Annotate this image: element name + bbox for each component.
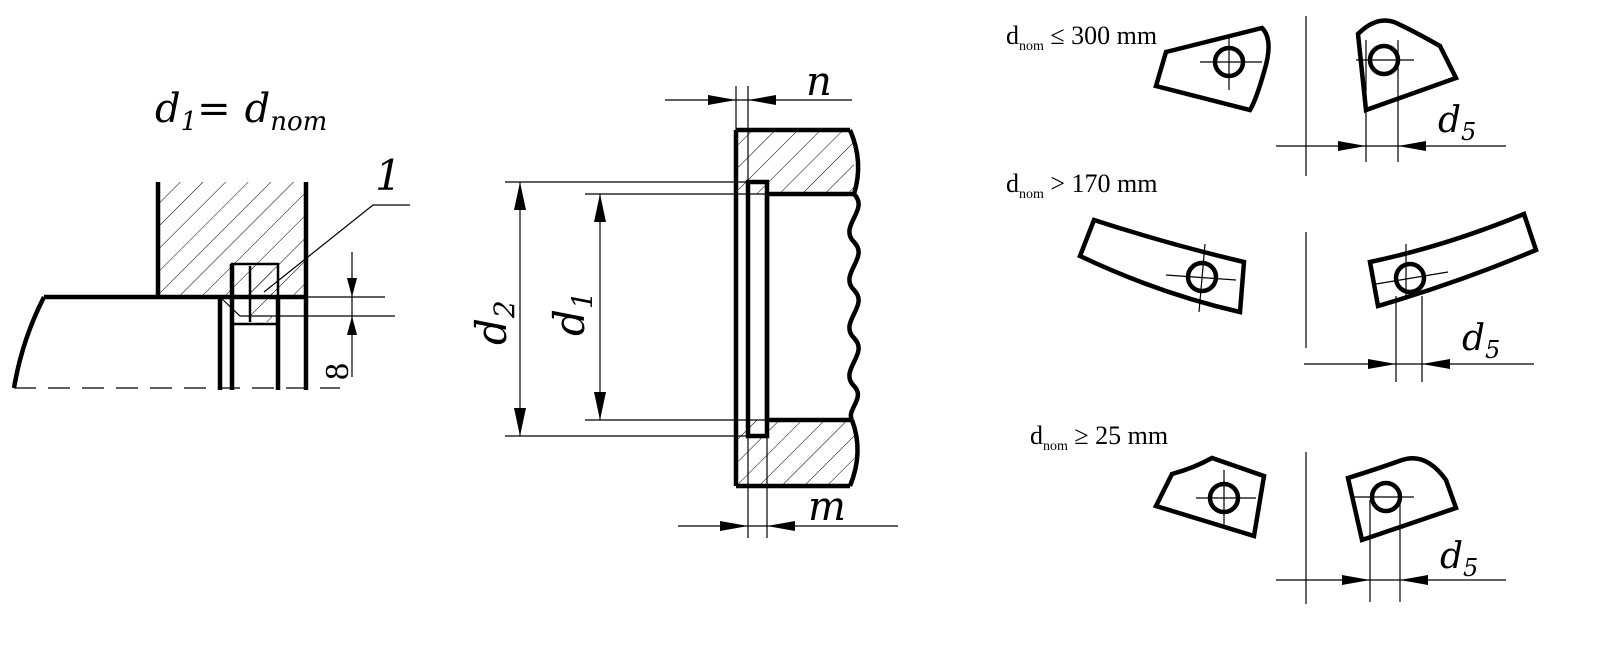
callout-leader (263, 204, 410, 293)
lug-2-right-cross (1375, 244, 1449, 382)
view-a-shaft-section (11, 182, 410, 390)
ring-chamfer (219, 296, 278, 317)
arrow-up (347, 316, 357, 335)
condition-1: dnom ≤ 300 mm (1006, 21, 1157, 54)
label-d5-3: d5 (1440, 536, 1478, 582)
lug-2-right-hole (1393, 261, 1427, 295)
formula-d1-dnom: d1=dnom (155, 86, 327, 137)
lug-2-left (1077, 217, 1247, 315)
d5-1-arrow-right (1398, 141, 1426, 151)
vertical-extension-lines (735, 86, 768, 538)
label-m: m (808, 484, 846, 530)
d2-arrow-bottom (514, 408, 526, 436)
m-arrow-right (767, 521, 795, 531)
lug-2-left-cross (1165, 243, 1237, 313)
arrow-down (347, 278, 357, 297)
d1-arrow-top (594, 194, 606, 222)
variant-row-3 (1152, 452, 1506, 604)
d5-1-arrow-left (1338, 141, 1366, 151)
top-wall-break (847, 129, 861, 195)
label-n: n (806, 59, 832, 105)
bore-extension-lines (505, 181, 767, 437)
top-wall-hatch (736, 130, 854, 194)
lug-3-left (1152, 455, 1267, 539)
d5-2-arrow-right (1422, 359, 1450, 369)
condition-3: dnom ≥ 25 mm (1030, 421, 1168, 454)
dim-label-8: 8 (319, 363, 356, 380)
ring-section (745, 179, 770, 439)
d1-arrow-bottom (594, 392, 606, 420)
condition-2: dnom > 170 mm (1006, 169, 1158, 202)
bottom-wall-break (847, 419, 860, 487)
lug-1-left-cross (1200, 38, 1262, 90)
bottom-wall-hatch (736, 420, 854, 486)
retaining-ring (230, 262, 280, 326)
variant-row-1 (1153, 16, 1506, 176)
d5-3-arrow-left (1342, 575, 1370, 585)
variant-row-2 (1077, 211, 1539, 382)
view-b-bore-section (505, 86, 898, 538)
lug-1-right (1355, 18, 1460, 114)
ring-hatch (250, 266, 272, 322)
d2-arrow-top (514, 182, 526, 210)
lug-3-right-cross (1352, 496, 1414, 602)
lug-3-left-cross (1196, 470, 1256, 526)
label-d5-1: d5 (1438, 100, 1476, 146)
label-d1: d1 (545, 291, 599, 336)
n-arrow-left (708, 95, 736, 105)
lug-1-left (1153, 25, 1271, 113)
wavy-break (847, 192, 861, 422)
callout-number: 1 (375, 151, 402, 200)
label-d2: d2 (467, 300, 521, 345)
lug-3-right (1345, 456, 1459, 543)
shaft-break (11, 295, 47, 389)
d5-2-arrow-left (1368, 359, 1396, 369)
extension-lines (278, 296, 395, 317)
n-arrow-right (748, 95, 776, 105)
d5-3-arrow-right (1400, 575, 1428, 585)
m-arrow-left (720, 521, 748, 531)
lug-1-right-cross (1356, 40, 1414, 162)
lug-2-right (1367, 211, 1539, 309)
label-d5-2: d5 (1462, 318, 1500, 364)
